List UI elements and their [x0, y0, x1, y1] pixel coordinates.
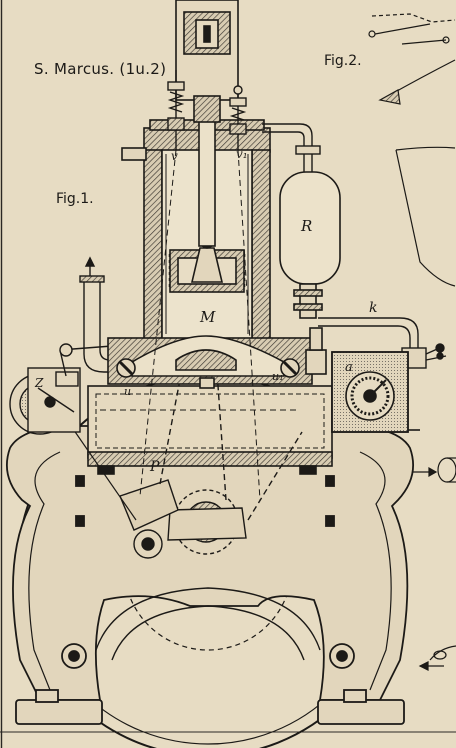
rotary-valve-label: a	[345, 360, 353, 375]
base-bed	[87, 385, 333, 475]
engine-frame	[6, 425, 414, 725]
left-drum-assembly	[9, 343, 113, 435]
author-caption: S. Marcus. (1u.2)	[34, 60, 167, 78]
crank-mechanism	[59, 295, 303, 559]
reservoir	[279, 171, 341, 319]
valve-left-label: v	[171, 149, 178, 163]
exhaust-pipe	[79, 256, 124, 373]
valves-top	[167, 70, 247, 150]
fig2-caption: Fig.2.	[324, 53, 362, 69]
crosshead-guide	[175, 0, 239, 123]
pump-lever-label: P	[150, 459, 160, 475]
cock-left-label: u	[124, 385, 132, 398]
cock-right-label: u₁	[272, 370, 284, 383]
reservoir-label: R	[301, 217, 313, 235]
valve-right-label: v₁	[236, 147, 248, 161]
valve-chamber	[107, 335, 313, 389]
rotary-valve-box	[305, 327, 420, 433]
valve-rods	[100, 149, 300, 501]
fig1-caption: Fig.1.	[56, 191, 94, 207]
drum-label: Z	[35, 376, 44, 390]
pipe-label: k	[369, 300, 378, 316]
fig2-sketch	[368, 13, 456, 287]
crank-chamber-label: M	[200, 308, 216, 326]
right-edge-fragments	[412, 457, 456, 671]
reservoir-pipe	[262, 123, 321, 176]
